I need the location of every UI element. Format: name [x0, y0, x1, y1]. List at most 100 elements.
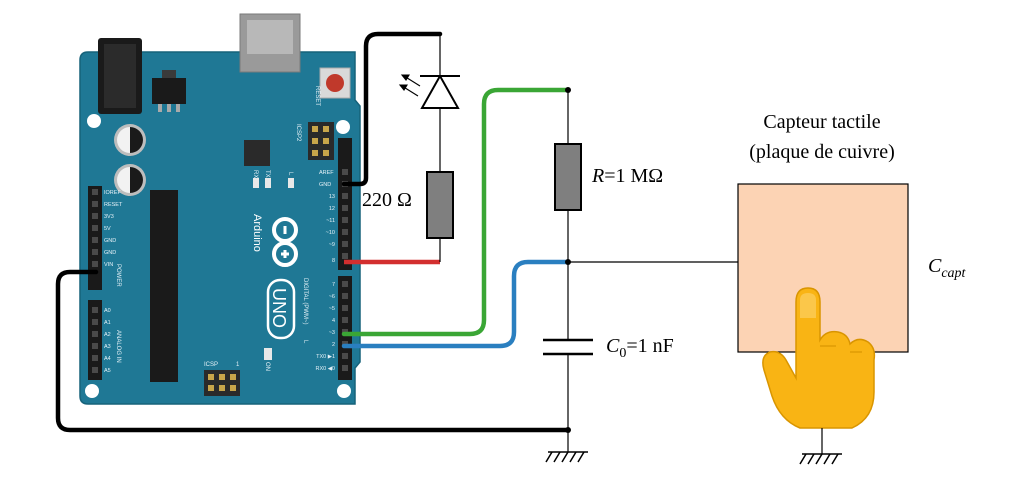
voltage-regulator-tab — [162, 70, 176, 78]
rx-led — [253, 178, 259, 188]
header-pin — [323, 126, 329, 132]
digital-header-top — [338, 138, 352, 270]
voltage-regulator — [152, 78, 186, 104]
junction-dot — [565, 87, 571, 93]
resistor-220 — [426, 171, 454, 239]
header-pin — [92, 213, 98, 219]
copper-plate — [737, 183, 909, 353]
header-pin — [92, 319, 98, 325]
mounting-hole — [85, 384, 99, 398]
header-pin — [312, 150, 318, 156]
junction-dot — [565, 427, 571, 433]
power-label: POWER — [115, 264, 121, 287]
header-pin — [323, 138, 329, 144]
header-pin — [342, 169, 348, 175]
uno-model: UNO — [269, 288, 289, 328]
digital-pin-label: ~9 — [329, 242, 335, 248]
icsp-label: ICSP — [204, 362, 218, 368]
tx-led — [265, 178, 271, 188]
header-pin — [342, 205, 348, 211]
header-pin — [92, 201, 98, 207]
header-pin — [230, 385, 236, 391]
header-pin — [342, 317, 348, 323]
analog-pin-label: A0 — [104, 308, 111, 314]
header-pin — [219, 374, 225, 380]
header-pin — [219, 385, 225, 391]
digital-pin-label: 4 — [332, 318, 335, 324]
header-pin — [342, 365, 348, 371]
digital-label: DIGITAL (PWM~) — [302, 278, 308, 325]
arduino-board: RESET ICSP2 TX RX L — [79, 13, 361, 405]
analog-pin-label: A1 — [104, 320, 111, 326]
wire-ground-loop — [55, 269, 571, 433]
header-pin — [92, 237, 98, 243]
header-pin — [92, 355, 98, 361]
digital-pin-label: TX0 ▶1 — [316, 354, 335, 360]
digital-pin-label: RX0 ◀0 — [315, 366, 335, 372]
header-pin — [230, 374, 236, 380]
analog-pin-label: A3 — [104, 344, 111, 350]
digital-pin-label: 12 — [329, 206, 335, 212]
resistor-1mohm — [554, 143, 582, 211]
digital-pin-label: 7 — [332, 282, 335, 288]
analog-pin-label: A4 — [104, 356, 111, 362]
digital-pin-label: ~11 — [326, 218, 335, 224]
sensor-title-line1: Capteur tactile — [763, 111, 880, 133]
power-pin-label: GND — [104, 238, 116, 244]
gnd-label: GND — [319, 182, 331, 188]
header-pin — [92, 225, 98, 231]
uno-badge — [266, 278, 296, 340]
header-pin — [92, 249, 98, 255]
mounting-hole — [337, 384, 351, 398]
header-pin — [342, 217, 348, 223]
rc-branch: R=1 MΩ C0=1 nF — [543, 87, 674, 463]
usb-chip — [244, 140, 270, 166]
aref-label: AREF — [319, 170, 334, 176]
led-branch: 220 Ω — [362, 34, 460, 262]
power-pin-label: RESET — [104, 202, 123, 208]
power-pin-label: 5V — [104, 226, 111, 232]
header-pin — [323, 150, 329, 156]
capacitor-c0-label: C0=1 nF — [606, 335, 674, 361]
led-emission-arrows — [398, 74, 421, 97]
on-led — [264, 348, 272, 360]
ground-symbol — [799, 453, 842, 465]
reset-button — [326, 74, 344, 92]
wire-pin3-green — [341, 87, 571, 337]
header-pin — [92, 367, 98, 373]
regulator-pin — [167, 104, 171, 112]
touch-sensor: Capteur tactile (plaque de cuivre) Ccapt — [737, 111, 967, 465]
header-pin — [342, 305, 348, 311]
sensor-title-line2: (plaque de cuivre) — [749, 141, 894, 163]
header-pin — [92, 331, 98, 337]
digital-pin-label: 2 — [332, 342, 335, 348]
analog-label: ANALOG IN — [115, 330, 121, 363]
header-pin — [208, 385, 214, 391]
l-led — [288, 178, 294, 188]
reset-label: RESET — [314, 86, 320, 106]
header-pin — [92, 261, 98, 267]
pointing-hand-icon — [762, 287, 876, 429]
header-pin — [342, 281, 348, 287]
capacitor-stripe — [130, 167, 143, 193]
mounting-hole — [336, 120, 350, 134]
header-pin — [342, 253, 348, 259]
header-pin — [342, 193, 348, 199]
l-label: L — [287, 172, 293, 176]
analog-pin-label: A2 — [104, 332, 111, 338]
wire-pin2-blue — [341, 259, 571, 349]
analog-pin-label: A5 — [104, 368, 111, 374]
regulator-pin — [176, 104, 180, 112]
led-symbol — [420, 73, 460, 109]
regulator-pin — [158, 104, 162, 112]
header-pin — [342, 241, 348, 247]
ground-symbol — [545, 451, 588, 463]
dc-power-jack-inner — [104, 44, 136, 108]
header-pin — [312, 138, 318, 144]
power-pin-label: 3V3 — [104, 214, 114, 220]
arduino-brand: Arduino — [251, 214, 263, 252]
icsp2-label: ICSP2 — [295, 124, 301, 142]
digital-pin-label: ~5 — [329, 306, 335, 312]
header-pin — [312, 126, 318, 132]
